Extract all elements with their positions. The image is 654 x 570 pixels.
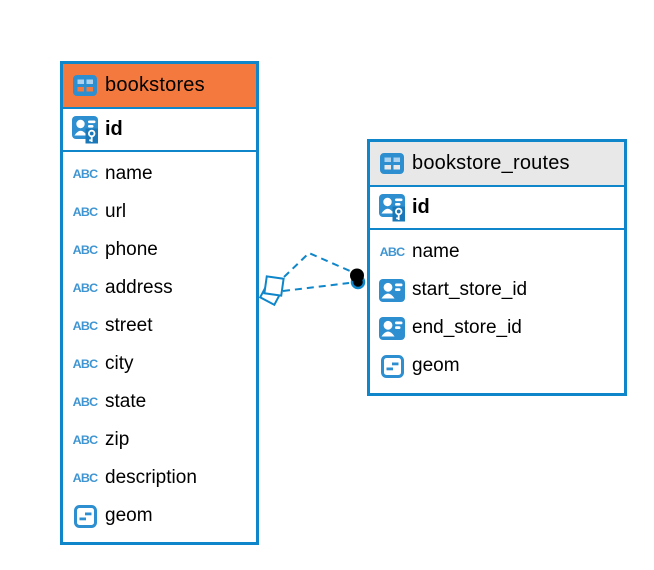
text-type-icon: ABC xyxy=(379,245,405,259)
text-type-icon: ABC xyxy=(72,357,98,371)
column-row-address[interactable]: ABC address xyxy=(63,269,256,307)
column-row-name[interactable]: ABC name xyxy=(370,233,624,271)
text-type-icon: ABC xyxy=(72,243,98,257)
primary-key-icon xyxy=(69,114,101,144)
column-row-description[interactable]: ABC description xyxy=(63,459,256,497)
geometry-type-icon xyxy=(376,354,408,378)
column-name: end_store_id xyxy=(412,317,522,338)
column-name: street xyxy=(105,315,153,336)
column-row-city[interactable]: ABC city xyxy=(63,345,256,383)
column-row-street[interactable]: ABC street xyxy=(63,307,256,345)
column-row-end-store-id[interactable]: end_store_id xyxy=(370,309,624,347)
column-name: phone xyxy=(105,239,158,260)
table-title: bookstore_routes xyxy=(412,152,570,174)
table-bookstores-header[interactable]: bookstores xyxy=(63,64,256,109)
table-bookstores[interactable]: bookstores id ABC name ABC url ABC phone… xyxy=(60,61,259,545)
foreign-key-icon xyxy=(376,278,408,302)
column-name: id xyxy=(105,118,123,140)
relationship-line xyxy=(283,251,351,278)
column-row-start-store-id[interactable]: start_store_id xyxy=(370,271,624,309)
text-type-icon: ABC xyxy=(72,395,98,409)
column-name: url xyxy=(105,201,127,222)
column-name: start_store_id xyxy=(412,279,528,300)
column-row-id[interactable]: id xyxy=(370,187,624,230)
column-name: id xyxy=(412,196,430,218)
table-bookstore-routes-header[interactable]: bookstore_routes xyxy=(370,142,624,187)
text-type-icon: ABC xyxy=(72,281,98,295)
column-name: geom xyxy=(105,505,153,526)
column-row-zip[interactable]: ABC zip xyxy=(63,421,256,459)
column-name: address xyxy=(105,277,173,298)
column-name: city xyxy=(105,353,134,374)
column-row-geom[interactable]: geom xyxy=(63,497,256,535)
text-type-icon: ABC xyxy=(72,167,98,181)
column-name: description xyxy=(105,467,197,488)
foreign-key-icon xyxy=(376,316,408,340)
table-title: bookstores xyxy=(105,74,205,96)
relationship-line xyxy=(282,282,350,292)
column-name: state xyxy=(105,391,147,412)
table-bookstore-routes-columns: ABC name start_store_id end_store_id ge xyxy=(370,230,624,388)
column-name: name xyxy=(105,163,153,184)
text-type-icon: ABC xyxy=(72,319,98,333)
column-row-state[interactable]: ABC state xyxy=(63,383,256,421)
column-row-phone[interactable]: ABC phone xyxy=(63,231,256,269)
text-type-icon: ABC xyxy=(72,205,98,219)
text-type-icon: ABC xyxy=(72,471,98,485)
column-name: geom xyxy=(412,355,460,376)
column-name: zip xyxy=(105,429,130,450)
geometry-type-icon xyxy=(69,504,101,528)
primary-key-icon xyxy=(376,192,408,222)
column-row-url[interactable]: ABC url xyxy=(63,193,256,231)
table-icon xyxy=(73,75,97,96)
relationship-target-marker-dot xyxy=(350,268,366,290)
table-icon xyxy=(380,153,404,174)
column-row-id[interactable]: id xyxy=(63,109,256,152)
text-type-icon: ABC xyxy=(72,433,98,447)
table-bookstores-columns: ABC name ABC url ABC phone ABC address A… xyxy=(63,152,256,538)
column-name: name xyxy=(412,241,460,262)
column-row-geom[interactable]: geom xyxy=(370,347,624,385)
relationship-source-marker-squares xyxy=(258,275,285,307)
column-row-name[interactable]: ABC name xyxy=(63,155,256,193)
table-bookstore-routes[interactable]: bookstore_routes id ABC name start_store… xyxy=(367,139,627,396)
